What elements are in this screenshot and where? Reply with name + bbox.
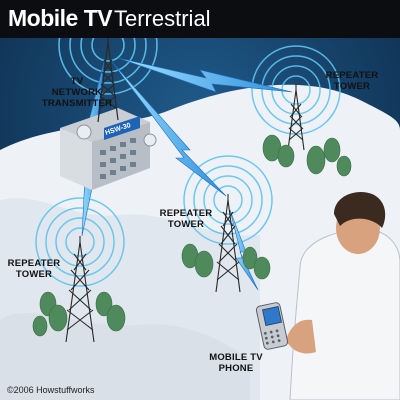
label-tv-network-transmitter: TV NETWORK TRANSMITTER bbox=[41, 76, 113, 109]
beam-to-repeater-center bbox=[111, 61, 227, 197]
copyright-notice: ©2006 Howstuffworks bbox=[7, 385, 95, 395]
title-light: Terrestrial bbox=[114, 6, 211, 31]
signal-rings-repeater-left bbox=[35, 197, 125, 287]
repeater-tower-top-right bbox=[287, 84, 305, 151]
network-building bbox=[60, 108, 157, 190]
signal-rings-repeater-center bbox=[183, 155, 273, 245]
label-repeater-tower-center: REPEATER TOWER bbox=[159, 208, 213, 230]
label-repeater-tower-left: REPEATER TOWER bbox=[7, 258, 61, 280]
beam-to-repeater-top-right bbox=[117, 57, 293, 93]
trees bbox=[32, 134, 352, 337]
mobile-tv-phone bbox=[255, 302, 289, 350]
repeater-tower-center bbox=[215, 194, 241, 293]
title-bold: Mobile TV bbox=[8, 5, 113, 31]
person-with-phone bbox=[286, 192, 400, 400]
transmitter-tower bbox=[97, 36, 119, 123]
label-repeater-tower-top-right: REPEATER TOWER bbox=[325, 70, 379, 92]
title-bar: Mobile TV Terrestrial bbox=[0, 0, 400, 38]
repeater-tower-left bbox=[65, 236, 95, 343]
label-mobile-tv-phone: MOBILE TV PHONE bbox=[209, 352, 263, 374]
ground-shading bbox=[0, 313, 250, 400]
